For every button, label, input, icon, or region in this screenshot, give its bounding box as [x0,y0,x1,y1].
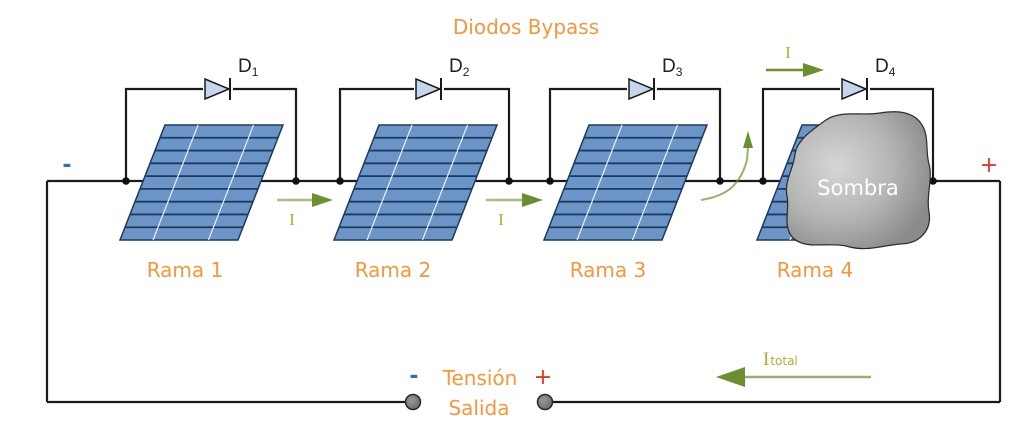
junction-dot [929,177,937,185]
junction-dot [716,177,724,185]
diode-label: D1 [238,56,259,79]
current-label-2: I [498,210,504,229]
solar-panel [542,124,709,241]
branch-label: Rama 2 [355,258,432,282]
diode-2: D2 [414,56,470,101]
solar-panel [332,124,499,241]
diagram-title: Diodos Bypass [453,15,599,39]
diode-anode-icon [628,77,655,101]
output-voltage-label-line1: Tensión [442,366,518,390]
branch-label: Rama 3 [570,258,647,282]
junction-dot [292,177,300,185]
panel-body [118,124,285,241]
positive-terminal[interactable] [536,393,554,411]
bypass-current-arrow [700,131,753,201]
output-negative-sign: - [409,364,418,389]
branch-label: Rama 1 [147,258,224,282]
panel-column-line [631,124,679,241]
output-terminals: - + Tensión Salida [404,364,554,420]
shadow: Sombra [785,111,931,250]
arrow-head-icon [803,63,824,77]
current-label-3: I [785,43,791,62]
junction-dot [122,177,130,185]
diode-anode-icon [204,77,231,101]
current-arrow-diode-4: I [766,43,824,77]
shadow-cloud [785,111,931,250]
current-arrow-2: I [486,193,543,229]
panel-column-line [366,124,413,241]
arrow-head-icon [522,193,543,207]
junction-dot [546,177,554,185]
string-negative-sign: - [62,153,71,178]
diode-label: D3 [662,56,683,79]
panel-column-line [207,124,255,241]
current-arrows: I I I Itotal [277,43,871,387]
arrow-head-icon [312,193,333,207]
branch-label: Rama 4 [777,258,854,282]
panel-body [332,124,499,241]
arrow-head-icon [743,131,753,148]
diode-4: D4 [840,56,896,101]
total-current-label: Itotal [763,349,798,370]
current-arrow-1: I [277,193,333,229]
junction-dot [336,177,344,185]
panel-column-line [152,124,199,241]
shadow-label: Sombra [817,176,898,200]
diode-3: D3 [627,56,683,101]
negative-terminal[interactable] [404,393,422,411]
diode-label: D4 [875,56,896,79]
panel-column-line [421,124,469,241]
diode-anode-icon [841,77,868,101]
junction-dot [505,177,513,185]
diode-anode-icon [415,77,442,101]
diode-1: D1 [203,56,259,101]
diode-label: D2 [449,56,470,79]
solar-panel [118,124,285,241]
panel-column-line [576,124,623,241]
output-positive-sign: + [534,365,552,390]
string-positive-sign: + [980,153,998,178]
panel-body [542,124,709,241]
output-voltage-label-line2: Salida [448,396,509,420]
total-current-arrow: Itotal [716,349,871,387]
arrow-head-icon [716,367,745,387]
current-label-1: I [289,210,295,229]
junction-dot [759,177,767,185]
